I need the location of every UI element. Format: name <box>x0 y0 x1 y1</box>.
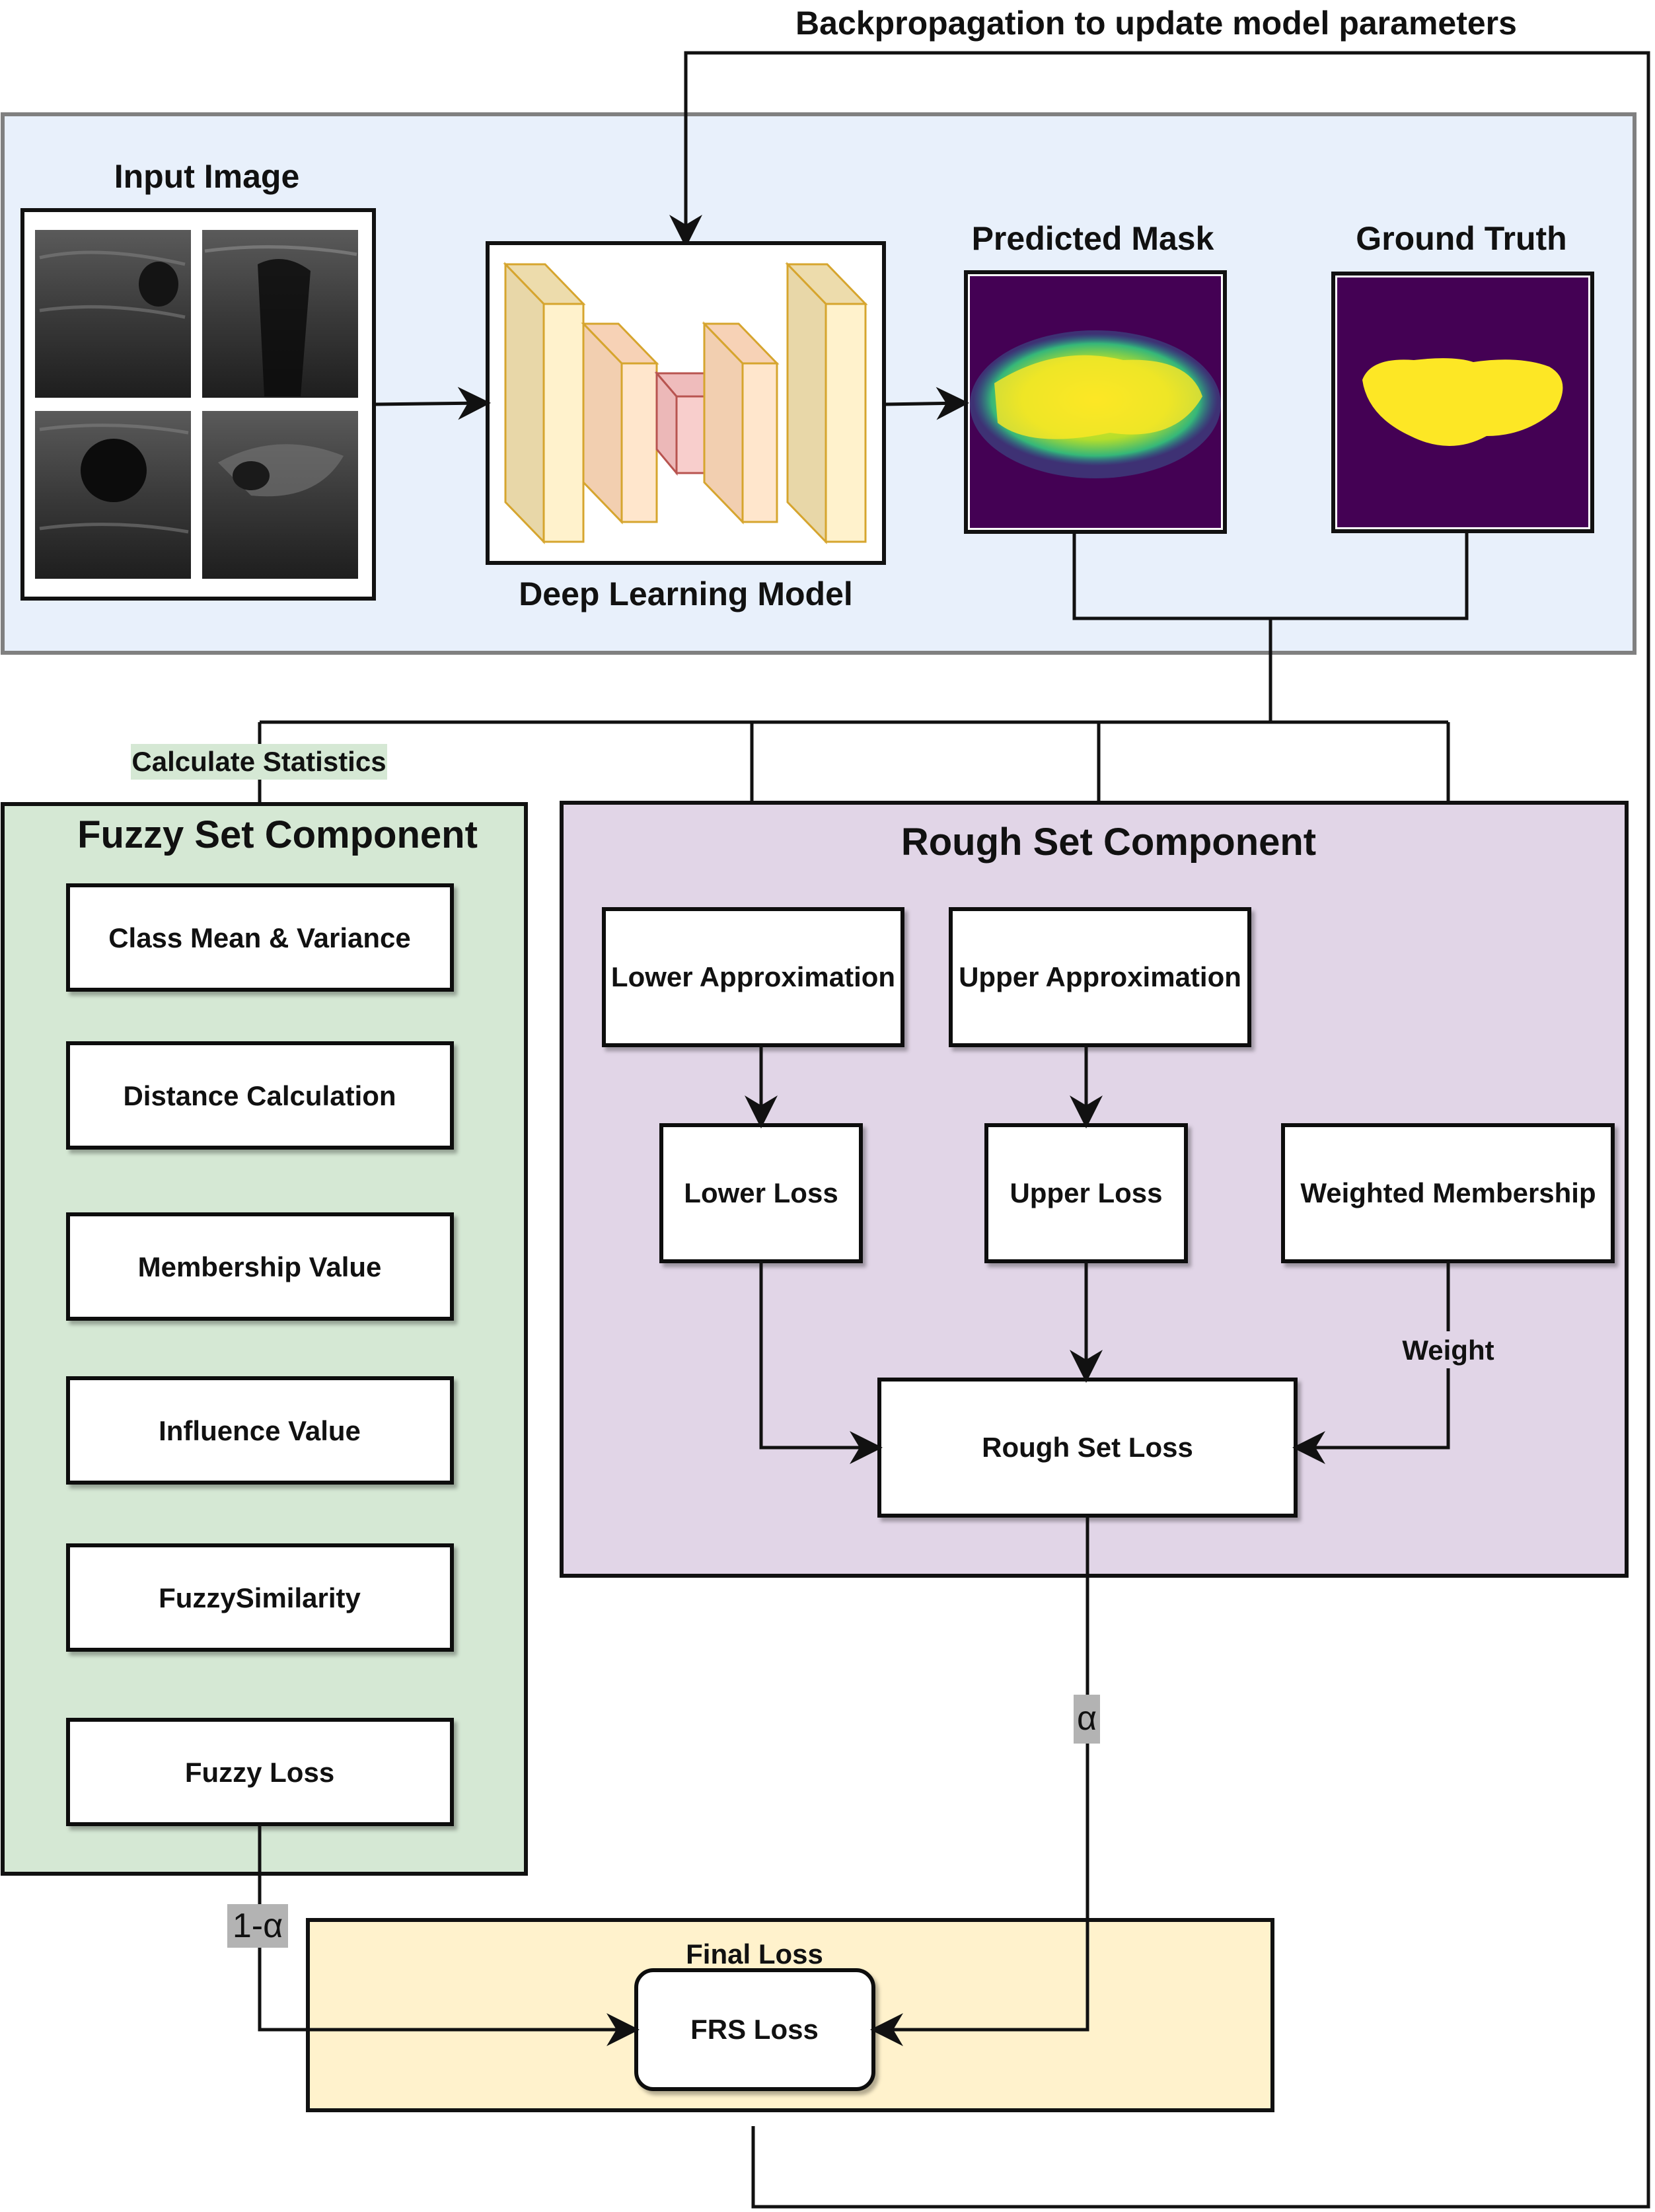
arrow-model-to-mask <box>883 387 969 420</box>
svg-text:FuzzySimilarity: FuzzySimilarity <box>159 1582 361 1613</box>
svg-text:Class Mean & Variance: Class Mean & Variance <box>108 922 411 953</box>
fuzzy-item-membership-value: Membership Value <box>66 1212 454 1321</box>
weight-label-bg <box>1395 1331 1501 1368</box>
svg-text:Lower Loss: Lower Loss <box>684 1177 838 1208</box>
one-minus-alpha-label: 1-α <box>233 1907 283 1945</box>
fuzzy-title: Fuzzy Set Component <box>77 813 478 856</box>
arrow-weighted-to-rough <box>1292 1261 1450 1464</box>
final-loss-title: Final Loss <box>686 1938 823 1970</box>
fuzzy-item-class-mean-variance: Class Mean & Variance <box>66 883 454 992</box>
upper-approximation-box: Upper Approximation <box>949 907 1251 1047</box>
weighted-membership-box: Weighted Membership <box>1281 1123 1615 1263</box>
calc-stats-label: Calculate Statistics <box>131 746 386 777</box>
alpha-label-bg <box>1074 1695 1100 1744</box>
predicted-mask-title: Predicted Mask <box>972 220 1214 257</box>
mask-gt-merge-line <box>1072 531 1469 722</box>
fuzzy-item-distance-calculation: Distance Calculation <box>66 1041 454 1150</box>
fuzzy-item-fuzzy-loss: Fuzzy Loss <box>66 1718 454 1826</box>
svg-text:Upper Approximation: Upper Approximation <box>959 961 1241 992</box>
rough-set-loss-box: Rough Set Loss <box>877 1378 1298 1518</box>
ultrasound-image-2 <box>202 230 358 398</box>
svg-text:Distance Calculation: Distance Calculation <box>123 1080 396 1111</box>
weight-label: Weight <box>1402 1335 1494 1366</box>
ground-truth-image <box>1337 277 1588 527</box>
svg-text:Influence Value: Influence Value <box>159 1415 361 1446</box>
upper-loss-box: Upper Loss <box>984 1123 1188 1263</box>
arrow-input-to-model <box>373 387 491 420</box>
frs-loss-box: FRS Loss <box>634 1968 875 2091</box>
backprop-loop-line <box>669 51 1650 2209</box>
fuzzy-item-fuzzy-similarity: FuzzySimilarity <box>66 1543 454 1652</box>
ultrasound-image-1 <box>35 230 191 398</box>
ground-truth-title: Ground Truth <box>1356 220 1566 257</box>
lower-approximation-box: Lower Approximation <box>602 907 904 1047</box>
svg-text:Membership Value: Membership Value <box>138 1251 382 1282</box>
rough-title: Rough Set Component <box>901 821 1316 864</box>
svg-text:Rough Set Loss: Rough Set Loss <box>982 1432 1193 1463</box>
lower-loss-box: Lower Loss <box>659 1123 863 1263</box>
svg-text:Fuzzy Loss: Fuzzy Loss <box>185 1757 334 1788</box>
one-minus-alpha-label-bg <box>227 1904 288 1948</box>
backprop-label: Backpropagation to update model paramete… <box>795 5 1517 42</box>
input-image-title: Input Image <box>114 158 300 195</box>
arrow-fuzzy-loss-to-frs <box>258 1824 640 2046</box>
alpha-label: α <box>1077 1699 1097 1738</box>
arrow-lower-loss-to-rough <box>759 1261 883 1464</box>
svg-text:Weighted Membership: Weighted Membership <box>1300 1177 1596 1208</box>
svg-text:Upper Loss: Upper Loss <box>1010 1177 1162 1208</box>
fuzzy-item-influence-value: Influence Value <box>66 1376 454 1485</box>
ultrasound-image-3 <box>35 411 191 579</box>
svg-text:FRS Loss: FRS Loss <box>690 2014 819 2045</box>
predicted-mask-image <box>970 276 1221 528</box>
model-title: Deep Learning Model <box>519 575 853 612</box>
arrow-rough-loss-to-frs <box>870 1516 1089 2046</box>
calc-stats-label-bg <box>131 744 387 780</box>
ultrasound-image-4 <box>202 411 358 579</box>
svg-text:Lower Approximation: Lower Approximation <box>611 961 895 992</box>
unet-architecture-icon <box>503 262 868 544</box>
